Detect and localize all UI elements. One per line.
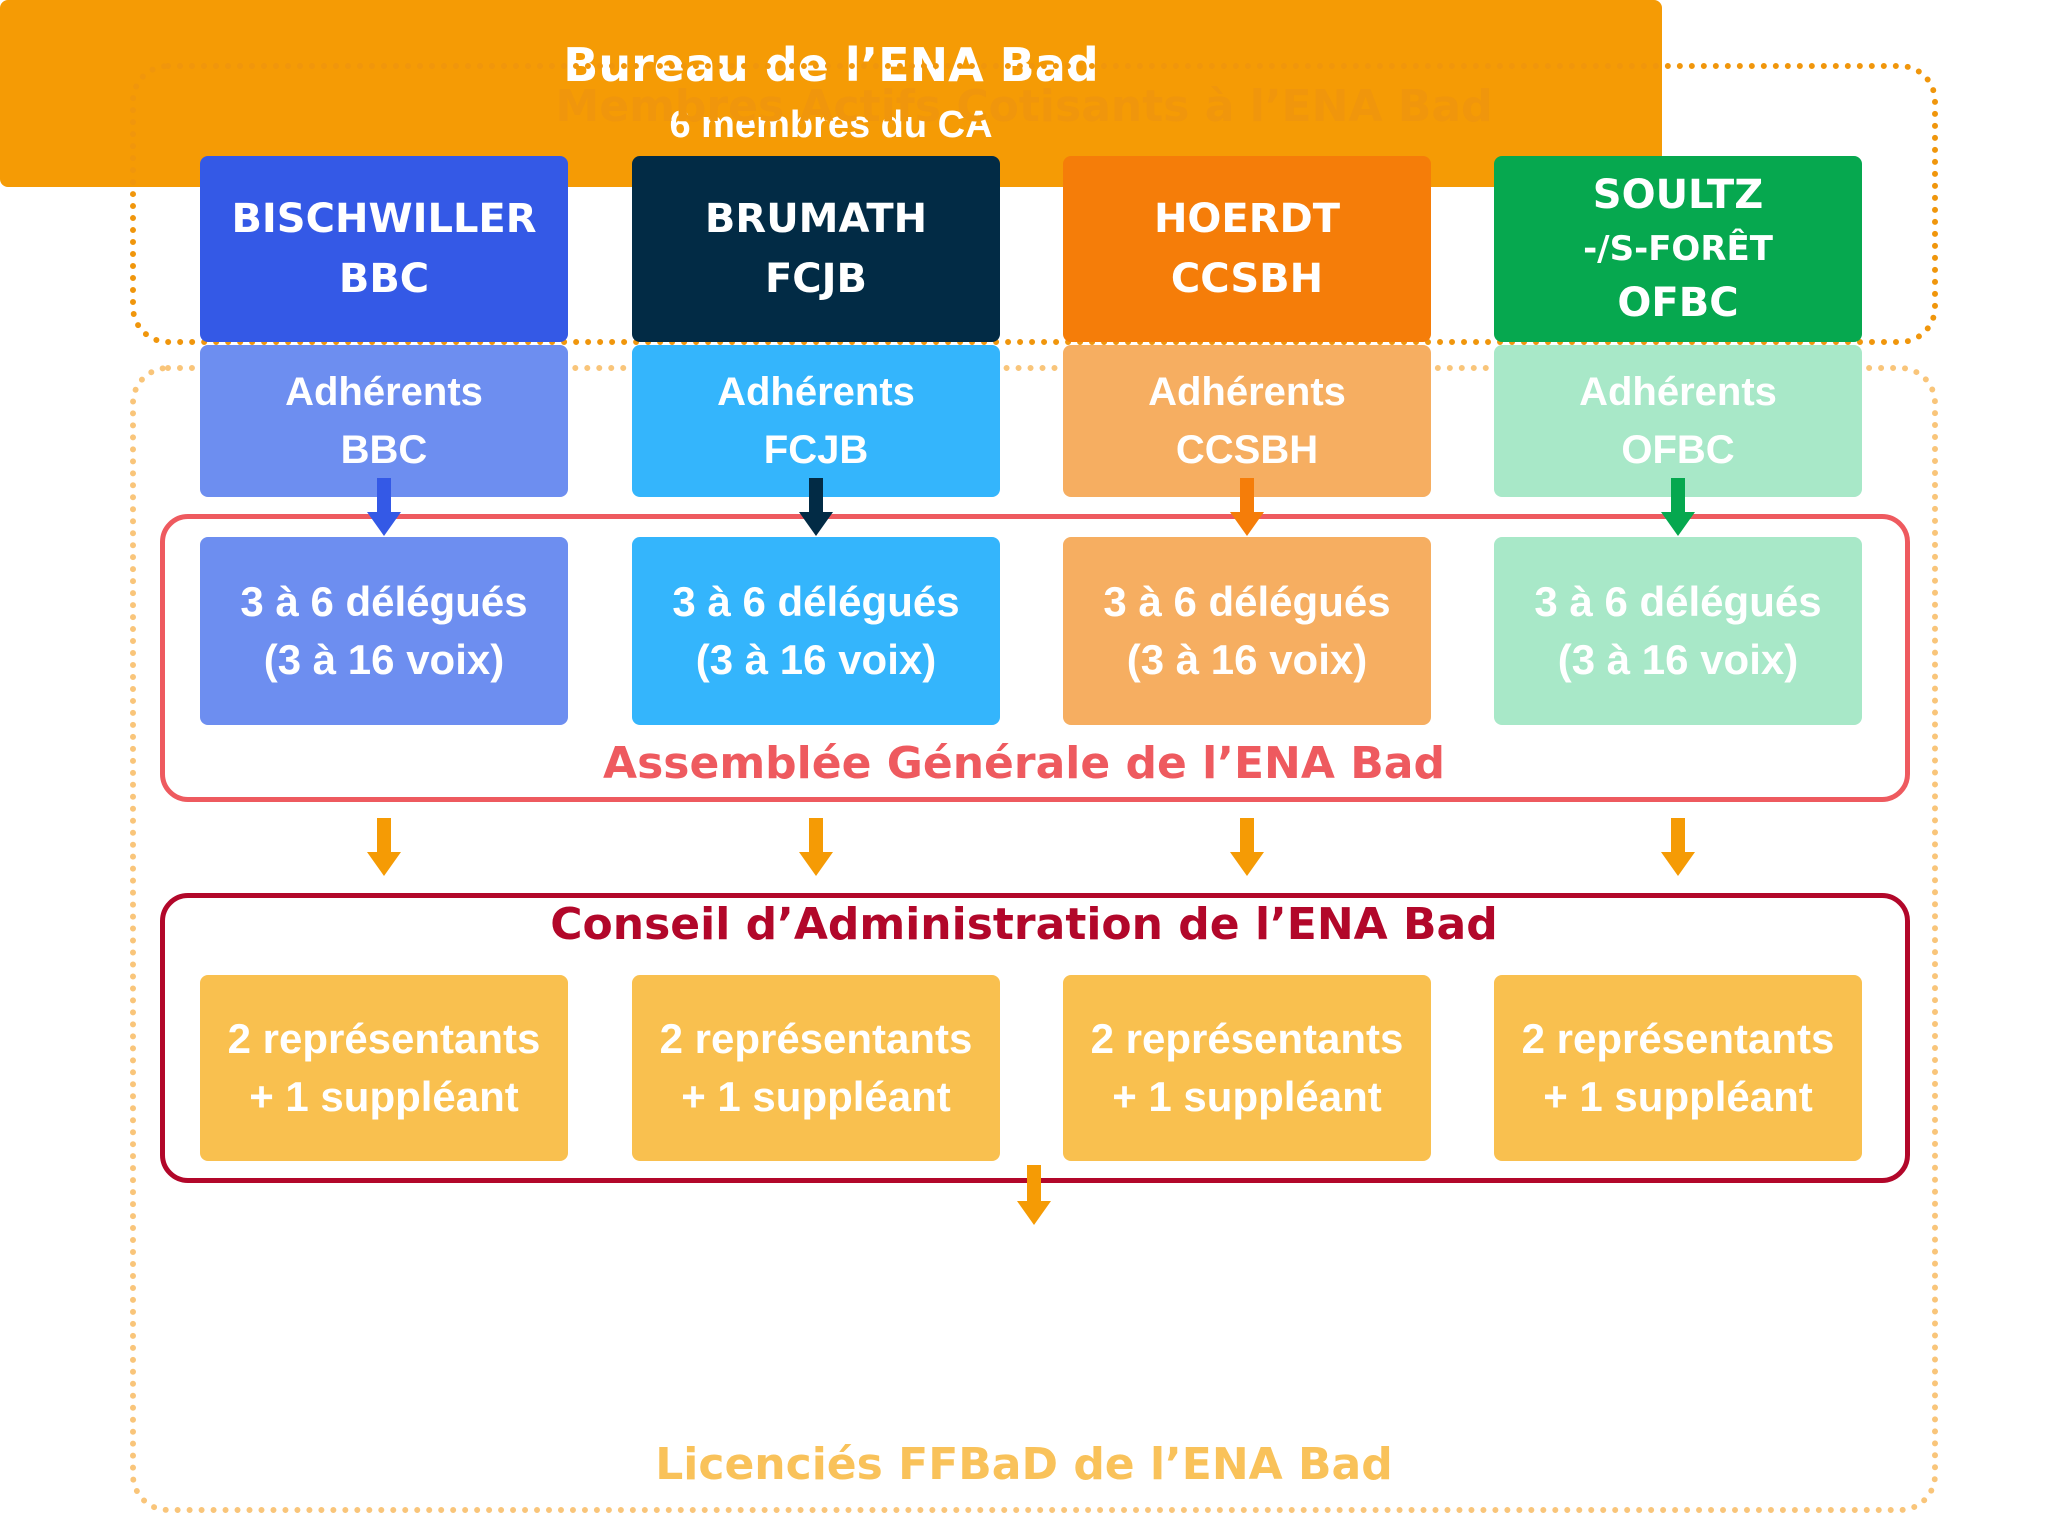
representatives-count: 2 représentants bbox=[659, 1015, 973, 1062]
representatives-box-bbc: 2 représentants + 1 suppléant bbox=[200, 975, 568, 1161]
club-code: OFBC bbox=[1617, 280, 1739, 326]
delegates-votes: (3 à 16 voix) bbox=[263, 636, 505, 683]
members-frame bbox=[130, 63, 1938, 345]
delegates-box-ofbc: 3 à 6 délégués (3 à 16 voix) bbox=[1494, 537, 1862, 725]
assemblee-generale-frame bbox=[160, 514, 1910, 802]
representatives-count: 2 représentants bbox=[1090, 1015, 1404, 1062]
delegates-count: 3 à 6 délégués bbox=[240, 578, 528, 625]
adherents-box-ccsbh: Adhérents CCSBH bbox=[1063, 345, 1431, 497]
delegates-votes: (3 à 16 voix) bbox=[1557, 636, 1799, 683]
club-code: CCSBH bbox=[1170, 256, 1324, 302]
delegates-box-fcjb: 3 à 6 délégués (3 à 16 voix) bbox=[632, 537, 1000, 725]
delegates-count: 3 à 6 délégués bbox=[1103, 578, 1391, 625]
representatives-box-ccsbh: 2 représentants + 1 suppléant bbox=[1063, 975, 1431, 1161]
club-name: SOULTZ bbox=[1592, 172, 1764, 218]
club-name: BISCHWILLER bbox=[231, 196, 537, 242]
delegates-votes: (3 à 16 voix) bbox=[1126, 636, 1368, 683]
arrow-down-icon bbox=[1661, 478, 1695, 536]
adherents-code: BBC bbox=[340, 428, 428, 472]
arrow-down-icon bbox=[799, 818, 833, 876]
club-name-suffix: -/S-FORÊT bbox=[1583, 229, 1773, 269]
adherents-label: Adhérents bbox=[1579, 370, 1777, 414]
adherents-box-ofbc: Adhérents OFBC bbox=[1494, 345, 1862, 497]
club-box-brumath: BRUMATH FCJB bbox=[632, 156, 1000, 342]
members-title: Membres Actifs Cotisants à l’ENA Bad bbox=[555, 81, 1493, 132]
adherents-box-bbc: Adhérents BBC bbox=[200, 345, 568, 497]
club-box-hoerdt: HOERDT CCSBH bbox=[1063, 156, 1431, 342]
substitute-count: + 1 suppléant bbox=[1543, 1073, 1813, 1120]
representatives-count: 2 représentants bbox=[227, 1015, 541, 1062]
representatives-count: 2 représentants bbox=[1521, 1015, 1835, 1062]
substitute-count: + 1 suppléant bbox=[249, 1073, 519, 1120]
assemblee-generale-title: Assemblée Générale de l’ENA Bad bbox=[603, 738, 1445, 789]
licencies-frame bbox=[130, 365, 1938, 1513]
substitute-count: + 1 suppléant bbox=[1112, 1073, 1382, 1120]
delegates-count: 3 à 6 délégués bbox=[1534, 578, 1822, 625]
adherents-label: Adhérents bbox=[717, 370, 915, 414]
club-name: BRUMATH bbox=[704, 196, 928, 242]
club-code: FCJB bbox=[764, 256, 868, 302]
arrow-down-icon bbox=[1230, 818, 1264, 876]
bureau-subtitle: 6 membres du CA bbox=[669, 103, 993, 146]
arrow-down-icon bbox=[1017, 1165, 1051, 1225]
adherents-code: OFBC bbox=[1621, 428, 1735, 472]
adherents-box-fcjb: Adhérents FCJB bbox=[632, 345, 1000, 497]
club-box-soultz: SOULTZ -/S-FORÊT OFBC bbox=[1494, 156, 1862, 342]
club-code: BBC bbox=[338, 256, 430, 302]
delegates-count: 3 à 6 délégués bbox=[672, 578, 960, 625]
delegates-box-bbc: 3 à 6 délégués (3 à 16 voix) bbox=[200, 537, 568, 725]
arrow-down-icon bbox=[1661, 818, 1695, 876]
representatives-box-fcjb: 2 représentants + 1 suppléant bbox=[632, 975, 1000, 1161]
arrow-down-icon bbox=[367, 818, 401, 876]
licencies-title: Licenciés FFBaD de l’ENA Bad bbox=[655, 1439, 1393, 1490]
club-box-bischwiller: BISCHWILLER BBC bbox=[200, 156, 568, 342]
substitute-count: + 1 suppléant bbox=[681, 1073, 951, 1120]
representatives-box-ofbc: 2 représentants + 1 suppléant bbox=[1494, 975, 1862, 1161]
adherents-label: Adhérents bbox=[1148, 370, 1346, 414]
arrow-down-icon bbox=[1230, 478, 1264, 536]
arrow-down-icon bbox=[367, 478, 401, 536]
arrow-down-icon bbox=[799, 478, 833, 536]
delegates-box-ccsbh: 3 à 6 délégués (3 à 16 voix) bbox=[1063, 537, 1431, 725]
delegates-votes: (3 à 16 voix) bbox=[695, 636, 937, 683]
conseil-administration-title: Conseil d’Administration de l’ENA Bad bbox=[550, 899, 1498, 950]
adherents-label: Adhérents bbox=[285, 370, 483, 414]
adherents-code: CCSBH bbox=[1175, 428, 1319, 472]
club-name: HOERDT bbox=[1153, 196, 1341, 242]
adherents-code: FCJB bbox=[763, 428, 869, 472]
bureau-box: Bureau de l’ENA Bad 6 membres du CA bbox=[0, 0, 1662, 187]
